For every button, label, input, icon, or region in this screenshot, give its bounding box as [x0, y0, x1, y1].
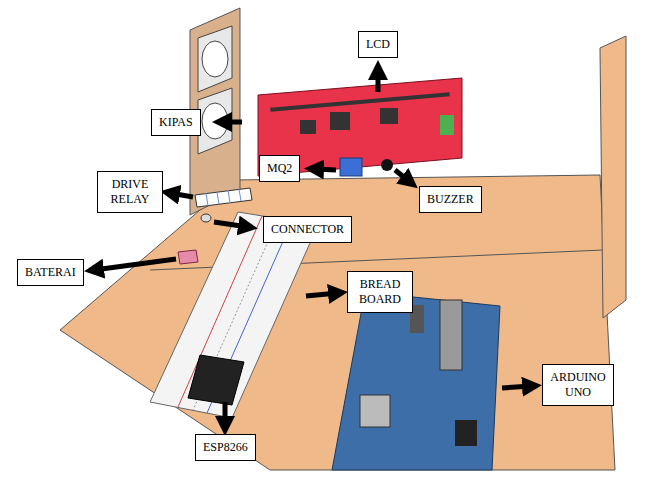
mq2-sensor	[340, 158, 362, 176]
part-name: BUZZER	[427, 192, 474, 207]
relay-module	[195, 188, 252, 207]
label-box: BATERAI	[17, 259, 84, 286]
part-name: KIPAS	[159, 115, 193, 130]
lcd-chips	[270, 92, 454, 135]
side-wall	[600, 36, 626, 318]
part-name: ESP8266	[203, 440, 248, 455]
lcd-board	[258, 78, 462, 176]
part-name: BREAD BOARD	[355, 277, 405, 307]
label-box: ESP8266	[195, 434, 256, 461]
connector-icon	[201, 214, 211, 222]
label-box: MQ2	[259, 155, 300, 182]
part-name: ARDUINO UNO	[550, 370, 606, 400]
label-box: DRIVE RELAY	[97, 171, 163, 213]
label-box: BUZZER	[419, 186, 482, 213]
part-name: BATERAI	[25, 265, 76, 280]
battery-icon	[178, 250, 198, 264]
floor-board	[60, 175, 615, 470]
label-box: CONNECTOR	[263, 216, 352, 243]
label-box: BREAD BOARD	[347, 271, 413, 313]
part-name: MQ2	[267, 161, 292, 176]
esp8266-module	[188, 355, 244, 405]
part-name: CONNECTOR	[271, 222, 344, 237]
leader-arrows	[94, 70, 532, 426]
label-box: LCD	[358, 31, 398, 58]
label-box: KIPAS	[151, 109, 201, 136]
label-box: ARDUINO UNO	[542, 364, 614, 406]
buzzer-icon	[381, 159, 393, 171]
part-name: DRIVE RELAY	[105, 177, 155, 207]
arduino-board	[332, 292, 500, 470]
part-name: LCD	[366, 37, 390, 52]
fan-icon	[198, 26, 232, 154]
